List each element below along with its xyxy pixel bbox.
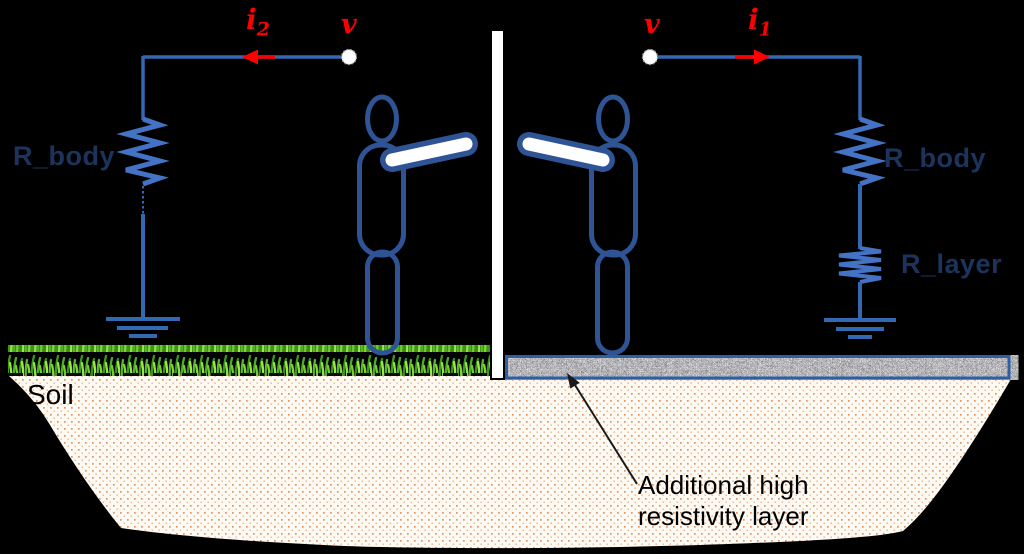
right-person-arm-fill <box>522 137 610 167</box>
left-person-torso <box>357 142 406 258</box>
left-node-dot <box>340 48 358 66</box>
right-current-symbol: i <box>748 3 759 36</box>
right-node-label: v <box>644 9 660 40</box>
soil-cross-section <box>9 376 1011 549</box>
left-person-arm-fill <box>385 137 473 167</box>
right-person <box>517 94 638 356</box>
high-resistivity-layer <box>505 355 1011 380</box>
annotation-arrow <box>567 373 638 485</box>
right-current-arrow <box>735 49 770 65</box>
left-current-arrow <box>242 49 275 65</box>
right-resistor-layer-label: R_layer <box>901 249 1003 279</box>
left-resistor-body <box>116 116 170 187</box>
left-resistor-body-label: R_body <box>13 141 116 171</box>
left-current-label: i2 <box>246 3 270 39</box>
left-person <box>357 94 478 356</box>
right-person-legs <box>595 249 630 356</box>
soil-label: Soil <box>27 379 74 410</box>
right-circuit <box>641 48 896 339</box>
right-resistor-body-label: R_body <box>884 143 987 173</box>
right-resistor-layer <box>838 246 882 284</box>
grass-strip <box>8 345 492 376</box>
right-resistor-body <box>833 116 887 187</box>
left-current-symbol: i <box>246 3 257 36</box>
separating-wall <box>490 29 505 380</box>
annotation-label: Additional high resistivity layer <box>638 470 809 532</box>
right-current-label: i1 <box>748 3 772 39</box>
right-node-dot <box>641 48 659 66</box>
right-person-torso <box>589 142 638 258</box>
right-current-subscript: 1 <box>758 18 772 41</box>
left-circuit <box>106 48 358 338</box>
left-person-legs <box>365 249 400 356</box>
right-ground-symbol <box>824 318 896 339</box>
left-person-head <box>365 94 399 144</box>
left-current-subscript: 2 <box>256 18 270 41</box>
right-person-head <box>596 94 630 144</box>
annotation-line-1: Additional high <box>638 470 809 500</box>
left-ground-symbol <box>106 317 180 338</box>
annotation-line-2: resistivity layer <box>638 501 809 531</box>
left-node-label: v <box>341 9 357 40</box>
